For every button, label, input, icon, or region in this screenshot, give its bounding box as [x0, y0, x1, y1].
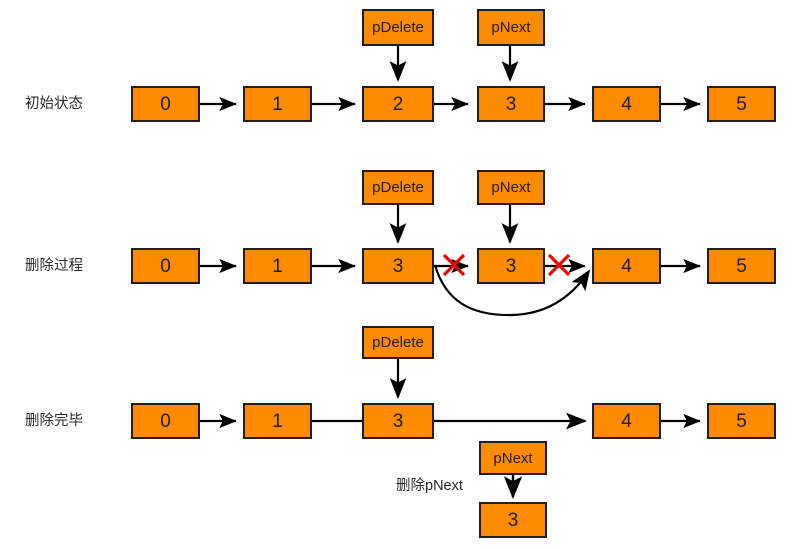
list-node: 3 — [477, 248, 545, 284]
x-mark-icon — [547, 253, 571, 277]
pointer-box-pdelete-deleting: pDelete — [362, 170, 434, 205]
pointer-box-pnext-footer: pNext — [479, 441, 547, 475]
x-mark-icon — [442, 253, 466, 277]
row-label-initial: 初始状态 — [25, 96, 83, 112]
list-node: 2 — [362, 86, 434, 122]
list-node: 3 — [477, 86, 545, 122]
list-node: 3 — [362, 403, 434, 439]
list-node: 0 — [131, 248, 200, 284]
list-node: 1 — [243, 86, 312, 122]
pointer-box-pnext-initial: pNext — [477, 9, 545, 46]
list-node: 4 — [592, 86, 661, 122]
list-node: 5 — [707, 248, 776, 284]
list-node: 0 — [131, 86, 200, 122]
list-node: 3 — [362, 248, 434, 284]
row-label-deleting: 删除过程 — [25, 258, 83, 274]
pointer-box-pdelete-initial: pDelete — [362, 9, 434, 46]
list-node: 0 — [131, 403, 200, 439]
pointer-box-pnext-deleting: pNext — [477, 170, 545, 205]
pointer-box-pdelete-done: pDelete — [362, 326, 434, 359]
note-label-delete-pnext: 删除pNext — [396, 478, 463, 494]
list-node: 1 — [243, 248, 312, 284]
list-node: 5 — [707, 403, 776, 439]
row-label-done: 删除完毕 — [25, 413, 83, 429]
freed-node: 3 — [479, 502, 547, 538]
list-node: 5 — [707, 86, 776, 122]
list-node: 4 — [592, 403, 661, 439]
list-node: 4 — [592, 248, 661, 284]
list-node: 1 — [243, 403, 312, 439]
